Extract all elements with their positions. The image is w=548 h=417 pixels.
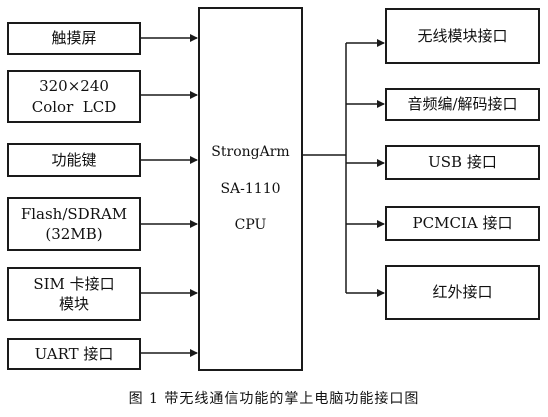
usb-interface-box: USB 接口 (385, 145, 540, 180)
wireless-interface-label: 无线模块接口 (417, 26, 508, 45)
function-keys-box: 功能键 (7, 143, 141, 177)
flash-sdram-size-label: (32MB) (45, 225, 103, 243)
wireless-interface-box: 无线模块接口 (385, 8, 540, 64)
sim-interface-box: SIM 卡接口 模块 (7, 267, 141, 321)
lcd-resolution-label: 320×240 (39, 77, 109, 96)
flash-sdram-label: Flash/SDRAM (20, 204, 128, 223)
function-keys-label: 功能键 (51, 150, 97, 169)
cpu-label: CPU (234, 217, 267, 234)
cpu-box: StrongArm SA-1110 CPU (198, 7, 303, 371)
sim-module-label: 模块 (58, 295, 89, 313)
touchscreen-label: 触摸屏 (51, 29, 97, 48)
audio-codec-box: 音频编/解码接口 (385, 88, 540, 121)
usb-interface-label: USB 接口 (428, 153, 497, 172)
infrared-interface-box: 红外接口 (385, 265, 540, 320)
lcd-type-label: Color LCD (31, 97, 117, 116)
figure-caption: 图 1 带无线通信功能的掌上电脑功能接口图 (128, 391, 420, 407)
sim-interface-label: SIM 卡接口 (33, 274, 115, 293)
cpu-family-label: StrongArm (211, 144, 290, 161)
pcmcia-interface-box: PCMCIA 接口 (385, 206, 540, 241)
cpu-model-label: SA-1110 (220, 180, 281, 197)
infrared-interface-label: 红外接口 (432, 283, 493, 302)
touchscreen-box: 触摸屏 (7, 22, 141, 55)
lcd-box: 320×240 Color LCD (7, 70, 141, 123)
uart-box: UART 接口 (7, 338, 141, 370)
audio-codec-label: 音频编/解码接口 (407, 95, 518, 114)
uart-label: UART 接口 (34, 344, 114, 363)
pcmcia-interface-label: PCMCIA 接口 (412, 214, 513, 233)
flash-sdram-box: Flash/SDRAM (32MB) (7, 197, 141, 251)
